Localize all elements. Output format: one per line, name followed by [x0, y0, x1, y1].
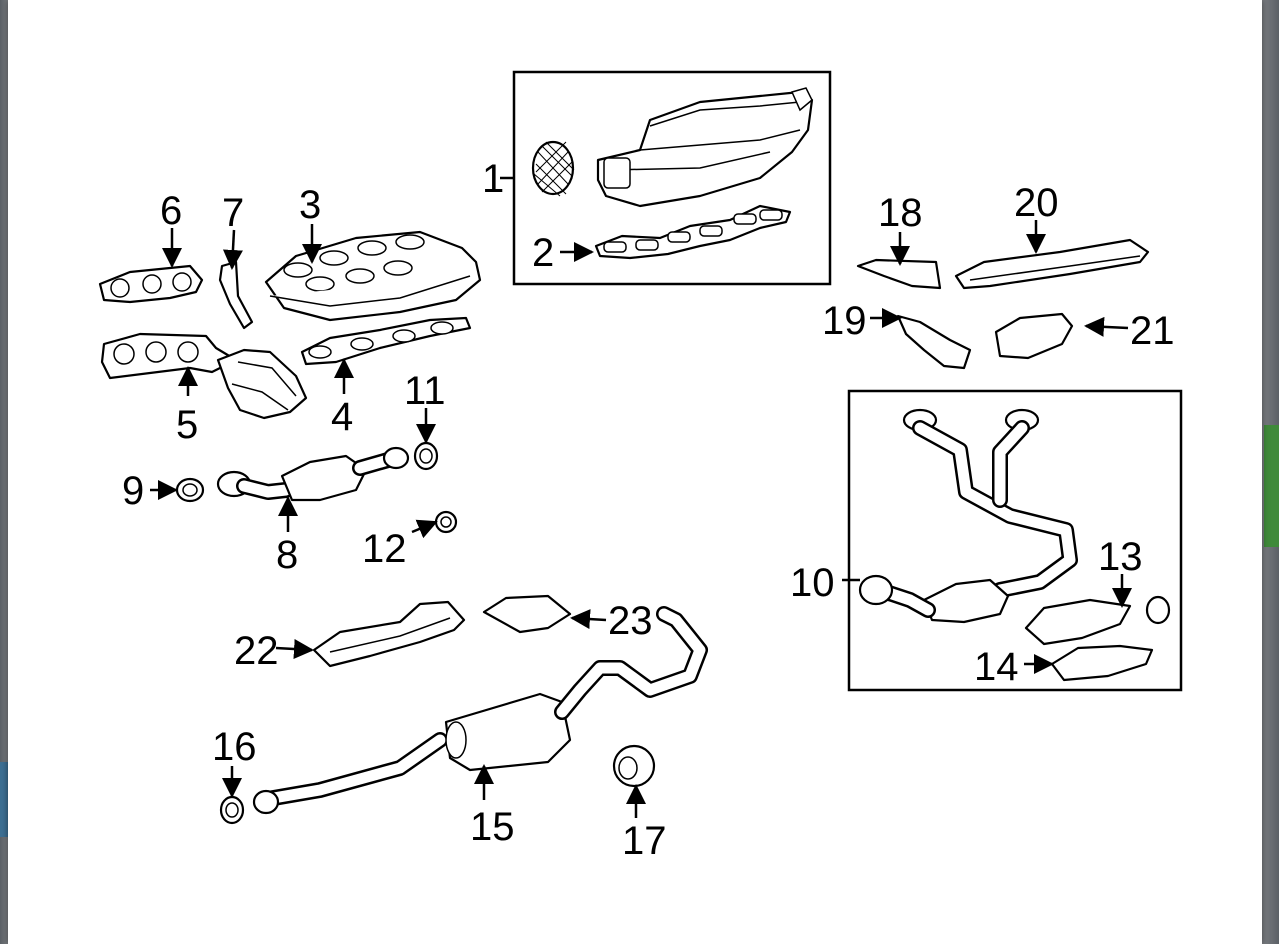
callout-2: 2	[532, 231, 554, 275]
callout-7: 7	[222, 191, 244, 235]
callout-5: 5	[176, 403, 198, 447]
front-pipe-group-frame	[847, 389, 1183, 692]
callout-13: 13	[1098, 535, 1143, 579]
part-20-heat-shield-rib	[969, 255, 1141, 281]
callout-3: 3	[299, 183, 321, 227]
part-19-heat-shield	[896, 314, 972, 370]
callout-18: 18	[878, 191, 923, 235]
part-13-heat-insulator	[1024, 595, 1171, 646]
part-6-exhaust-gasket	[98, 264, 204, 304]
leader-lines	[150, 176, 1132, 818]
part-22-heat-shield	[312, 600, 466, 668]
callout-14: 14	[974, 645, 1019, 689]
callout-22: 22	[234, 629, 279, 673]
part-22-heat-shield-rib	[329, 617, 451, 653]
part-18-heat-shield	[856, 258, 942, 290]
background-green-strip	[1264, 425, 1279, 547]
part-5-exhaust-manifold-converter	[100, 332, 308, 420]
callout-19: 19	[822, 299, 867, 343]
callout-6: 6	[160, 189, 182, 233]
callout-12: 12	[362, 527, 407, 571]
part-12-gasket-hole	[440, 516, 452, 528]
part-9-gasket-hole	[182, 483, 198, 497]
callout-8: 8	[276, 533, 298, 577]
part-23-heat-shield	[482, 594, 572, 634]
callout-9: 9	[122, 469, 144, 513]
callout-17: 17	[622, 819, 667, 863]
callout-4: 4	[331, 395, 353, 439]
part-4-manifold-gasket	[300, 316, 472, 366]
part-14-heat-insulator	[1050, 644, 1154, 682]
part-10-front-pipe-assembly	[858, 408, 1078, 624]
part-11-gasket-hole	[419, 448, 433, 464]
callout-10: 10	[790, 561, 835, 605]
callout-1: 1	[482, 157, 504, 201]
part-21-heat-shield	[994, 312, 1074, 360]
part-17-hanger	[612, 744, 656, 788]
part-1-intake-plenum	[531, 87, 814, 208]
part-7-bracket	[218, 260, 254, 330]
part-16-gasket-hole	[225, 802, 239, 818]
part-2-intake-gasket	[594, 204, 792, 260]
background-blue-strip	[0, 762, 8, 837]
diagram-sheet: 1 2 3 4 5 6 7 8 9 10 11 12 13 14 15 16 1…	[8, 0, 1262, 944]
callout-21: 21	[1130, 309, 1175, 353]
callout-16: 16	[212, 725, 257, 769]
callout-20: 20	[1014, 181, 1059, 225]
part-15-muffler	[252, 606, 708, 815]
callout-23: 23	[608, 599, 653, 643]
part-8-front-pipe	[216, 446, 410, 502]
part-20-heat-shield	[954, 238, 1150, 290]
part-3-lower-intake-manifold	[264, 230, 482, 322]
exhaust-parts-diagram: 1 2 3 4 5 6 7 8 9 10 11 12 13 14 15 16 1…	[98, 70, 1183, 863]
callout-15: 15	[470, 805, 515, 849]
callout-11: 11	[404, 369, 446, 413]
